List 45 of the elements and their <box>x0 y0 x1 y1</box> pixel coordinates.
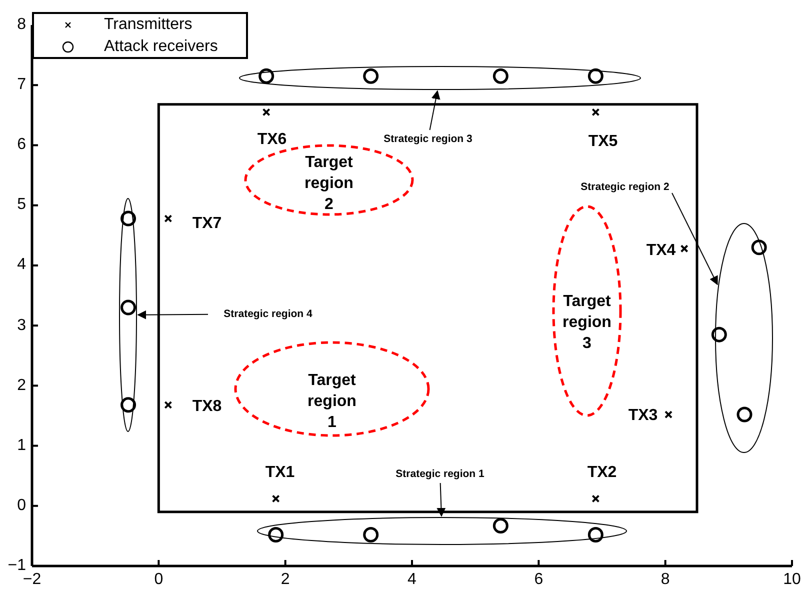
tick-label: 4 <box>16 257 26 274</box>
transmitter-label: TX4 <box>645 243 677 259</box>
tick-label: 0 <box>153 572 164 588</box>
transmitter-label: TX8 <box>191 399 223 415</box>
tick-label: 10 <box>782 572 802 588</box>
strategic-region-ellipse <box>714 222 774 454</box>
transmitter-label: TX3 <box>627 408 659 424</box>
tick-label: 1 <box>16 438 26 454</box>
arrow <box>436 482 446 517</box>
region-label: Target region 3 <box>562 292 612 354</box>
strategic-region-ellipse <box>238 65 642 91</box>
strategic-region-ellipse <box>256 516 628 546</box>
region-label: Target region 2 <box>304 152 354 214</box>
tick-label: 4 <box>406 572 418 588</box>
legend-label: Attack receivers <box>104 38 218 54</box>
tick-label: 6 <box>16 137 26 154</box>
tick-label: 2 <box>16 378 26 394</box>
tick-label: 0 <box>16 498 26 514</box>
tick-label: 6 <box>533 572 544 588</box>
tick-label: 2 <box>280 572 291 588</box>
arrow <box>429 90 440 130</box>
target-region-ellipse <box>244 144 414 216</box>
target-region-ellipse <box>234 341 430 437</box>
strategic-region-ellipse <box>118 197 138 433</box>
transmitter-label: TX1 <box>264 465 296 481</box>
target-region-ellipse <box>552 205 622 417</box>
callout-text: Strategic region 1 <box>382 467 498 481</box>
tick-label: 8 <box>660 572 671 588</box>
tick-label: 8 <box>16 17 26 33</box>
tick-label: 7 <box>16 77 26 94</box>
tick-label: 3 <box>16 318 26 334</box>
tick-label: 5 <box>16 197 26 214</box>
tick-label: −1 <box>6 558 26 574</box>
legend-label: Transmitters <box>104 16 192 32</box>
transmitter-label: TX2 <box>586 465 618 481</box>
arrow <box>137 310 208 320</box>
transmitter-label: TX7 <box>191 216 223 232</box>
callout-text: Strategic region 2 <box>567 180 683 194</box>
callout-text: Strategic region 3 <box>370 132 486 146</box>
region-label: Target region 1 <box>306 370 358 432</box>
arrow <box>672 192 718 286</box>
transmitter-label: TX6 <box>256 132 288 148</box>
callout-text: Strategic region 4 <box>210 307 326 321</box>
transmitter-label: TX5 <box>587 134 619 150</box>
tick-label: −2 <box>22 572 42 588</box>
